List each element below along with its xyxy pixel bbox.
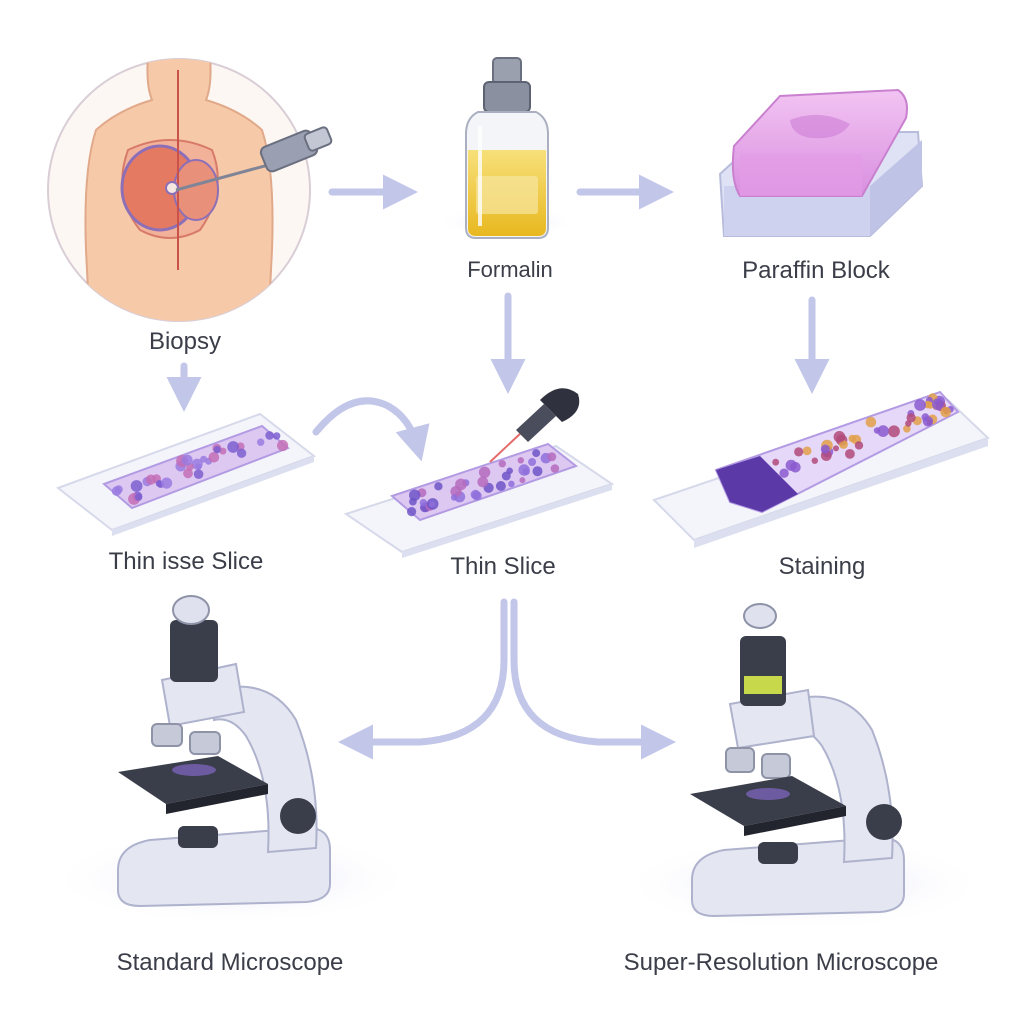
arrow-curved [312,397,430,462]
cell-dot [854,441,864,450]
cell-dot [532,466,543,477]
tissue-slide-icon [55,412,317,536]
cell-dot [227,441,240,453]
cell-dot [191,458,203,470]
cell-dot [865,416,877,428]
cell-dot [802,446,812,456]
cell-dot [906,413,916,423]
formalin-bottle-icon [437,57,577,239]
label-thin-slice: Thin Slice [450,553,555,580]
label-formalin: Formalin [467,257,553,282]
cell-dot [450,494,458,501]
cell-dot [455,478,467,491]
cell-dot [183,468,193,479]
cell-dot [848,434,857,443]
cell-dot [517,457,524,464]
cell-dot [265,431,274,440]
cell-dot [550,464,560,473]
cell-dot [419,499,428,507]
cell-dot [208,452,220,463]
cell-dot [940,406,951,418]
cell-dot [772,458,780,466]
label-staining: Staining [779,553,866,580]
cell-dot [200,455,208,463]
cell-dot [213,445,221,454]
label-super-resolution-microscope: Super-Resolution Microscope [624,949,939,976]
cell-dot [130,480,143,492]
cell-dot [903,425,911,433]
cell-dot [478,466,491,478]
label-biopsy: Biopsy [149,328,221,355]
cell-dot [219,447,227,455]
super-resolution-microscope-icon [618,603,990,932]
cell-dot [833,431,846,443]
cell-dot [914,399,926,411]
cell-dot [193,469,204,480]
cell-dot [888,425,900,438]
dropper-slide-icon [343,388,615,558]
cell-dot [508,480,515,488]
label-thin-tissue-slice: Thin isse Slice [109,548,264,575]
cell-dot [277,439,289,452]
cell-dot [779,468,789,478]
cell-dot [522,468,530,476]
cell-dot [429,501,435,508]
cell-dot [407,507,417,517]
cell-dot [181,454,193,466]
cell-dot [145,474,156,485]
cell-dot [498,460,506,468]
cell-dot [528,458,537,466]
arrow-split-left [338,598,508,760]
flow-arrows [166,174,830,760]
cell-dot [922,416,934,427]
label-standard-microscope: Standard Microscope [117,949,344,976]
cell-dot [472,491,482,501]
cell-dot [506,467,513,475]
cell-dot [790,462,801,473]
cell-dot [547,452,557,462]
cell-dot [833,445,839,452]
torso-biopsy-icon [47,58,333,322]
stained-slide-icon [652,390,990,548]
arrow-split-right [510,598,676,760]
cell-dot [161,477,173,489]
cell-dot [839,440,848,449]
paraffin-block-icon [718,88,924,237]
cell-dot [477,476,489,488]
cell-dot [257,438,265,446]
cell-dot [236,448,247,458]
cell-dot [845,449,855,459]
cell-dot [409,489,421,501]
cell-dot [932,398,944,411]
standard-microscope-icon [46,595,418,926]
cell-dot [794,447,804,457]
cell-dot [532,449,541,458]
cell-dot [495,481,506,491]
cell-dot [811,457,818,464]
cell-dot [273,432,281,440]
label-paraffin-block: Paraffin Block [742,257,891,284]
cell-dot [434,482,443,491]
cell-dot [111,486,122,496]
cell-dot [820,444,830,454]
cell-dot [519,477,526,484]
cell-dot [134,493,143,501]
cell-dot [877,425,889,437]
